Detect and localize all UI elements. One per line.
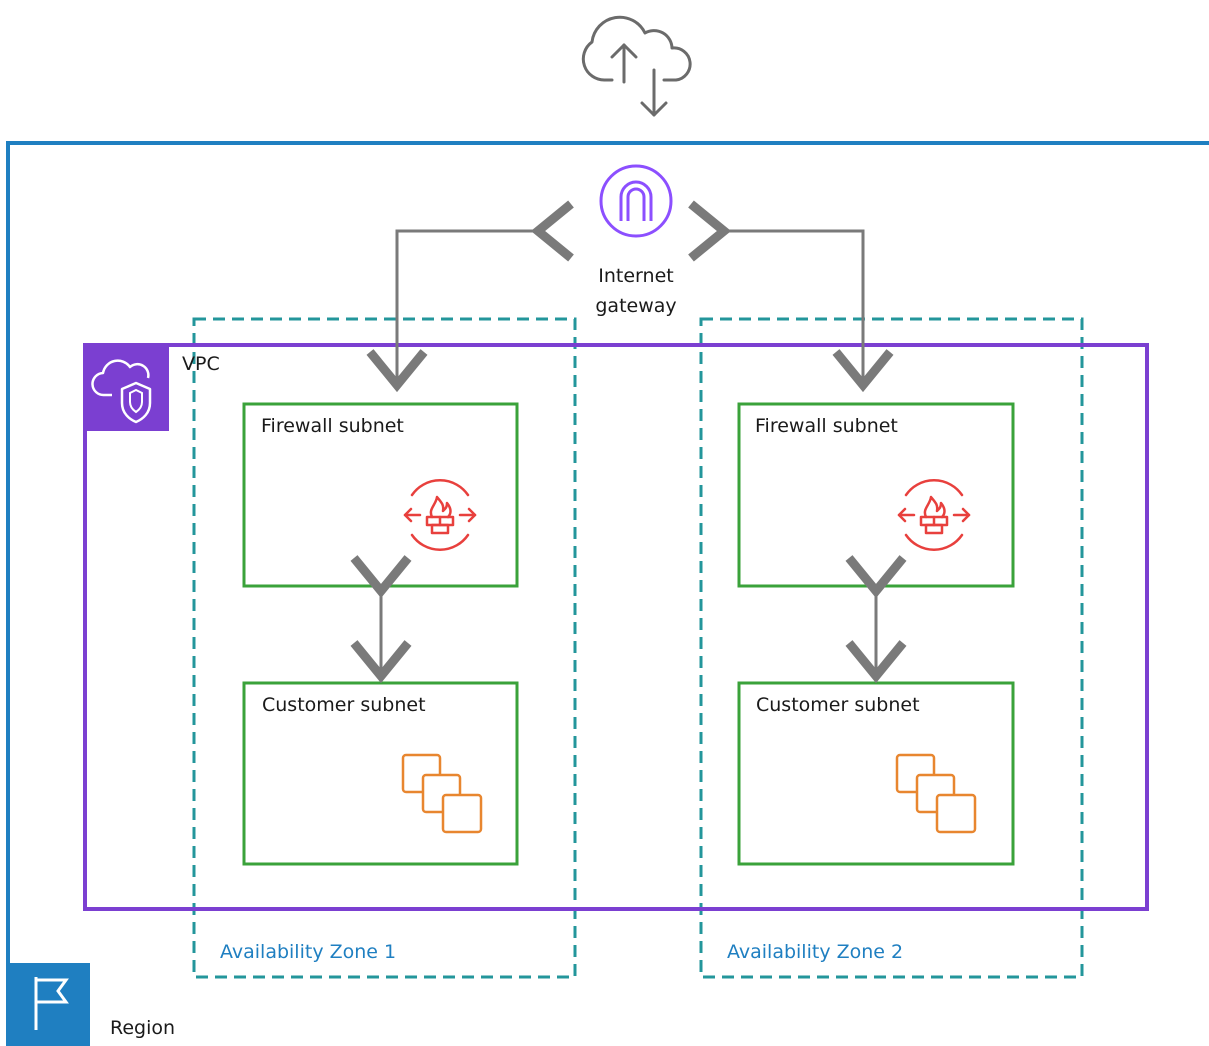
customer-subnet-az1-label: Customer subnet	[262, 694, 426, 716]
customer-subnet-az2-label: Customer subnet	[756, 694, 920, 716]
internet-gateway-label-line2: gateway	[595, 295, 677, 317]
availability-zone-2-label: Availability Zone 2	[727, 941, 904, 963]
ec2-instances-icon	[401, 753, 483, 834]
firewall-subnet-az2-label: Firewall subnet	[755, 415, 898, 437]
arrow-gateway-to-az2-firewall	[688, 200, 894, 393]
network-firewall-icon	[897, 479, 971, 551]
arrow-gateway-to-az1-firewall	[366, 200, 574, 393]
internet-gateway-label-line1: Internet	[598, 265, 674, 287]
vpc-shield-cloud-icon	[85, 345, 169, 431]
internet-gateway-label: Internet gateway	[576, 264, 696, 318]
network-firewall-icon	[403, 479, 477, 551]
vpc-label: VPC	[182, 353, 220, 375]
availability-zone-1-label: Availability Zone 1	[220, 941, 397, 963]
vpc-container	[83, 343, 1149, 911]
internet-gateway-icon	[599, 164, 673, 238]
region-container	[6, 141, 1209, 1046]
ec2-instances-icon	[895, 753, 977, 834]
cloud-upload-download-icon	[581, 15, 692, 117]
region-label: Region	[110, 1017, 176, 1039]
firewall-subnet-az1-label: Firewall subnet	[261, 415, 404, 437]
region-flag-icon	[8, 963, 90, 1046]
